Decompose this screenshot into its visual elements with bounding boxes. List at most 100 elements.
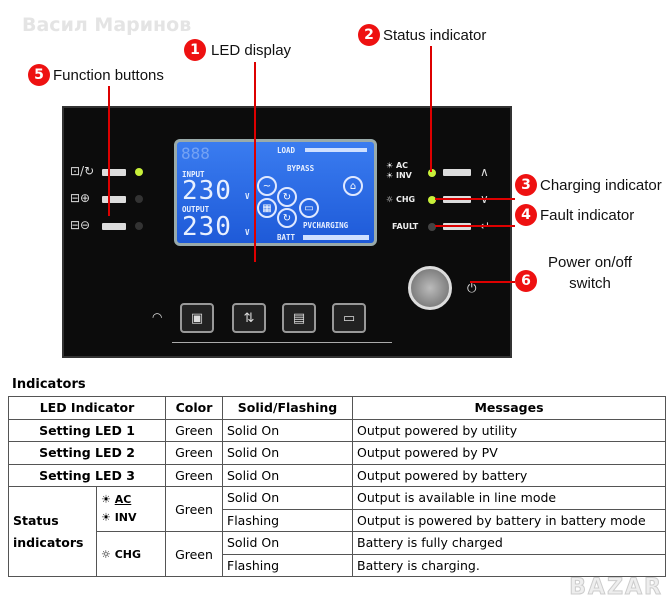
chg-label: ☼ CHG: [386, 195, 416, 204]
function-button-2[interactable]: [102, 196, 126, 203]
cell: Battery is fully charged: [352, 531, 666, 555]
annotation-label: LED display: [211, 41, 292, 59]
chg-icon-cell: ☼ CHG: [96, 531, 166, 577]
annotation-label: Function buttons: [53, 66, 164, 84]
lcd-input-label: INPUT: [182, 170, 205, 179]
annotation-number: 5: [28, 64, 50, 86]
cell: Solid On: [222, 441, 353, 465]
up-button[interactable]: [443, 169, 471, 176]
fault-label: FAULT: [392, 222, 419, 231]
annotation-number: 6: [515, 270, 537, 292]
annotation-number: 3: [515, 174, 537, 196]
solar-icon: ▦: [257, 198, 277, 218]
cell: Green: [165, 463, 223, 487]
annotation-number: 1: [184, 39, 206, 61]
lcd-batt-label: BATT: [277, 233, 296, 242]
cell: Solid On: [222, 486, 353, 510]
setting-led-3: [135, 222, 143, 230]
up-arrow-icon: ∧: [480, 165, 489, 179]
annotation-number: 2: [358, 24, 380, 46]
ac-text: AC: [395, 161, 409, 170]
inv-text: INV: [395, 171, 412, 180]
cell: Output powered by battery: [352, 463, 666, 487]
cell: Flashing: [222, 508, 353, 532]
cell: Solid On: [222, 418, 353, 442]
indicators-table: LED Indicator Color Solid/Flashing Messa…: [8, 396, 666, 577]
cell: Green: [165, 486, 223, 532]
wifi-icon: ◠: [152, 310, 163, 324]
inv-label: INV: [114, 511, 137, 524]
annotation-line-5: [108, 86, 110, 216]
fault-led: [428, 223, 436, 231]
pv-source-icon: ⊟⊕: [70, 191, 91, 205]
cell: Output powered by PV: [352, 441, 666, 465]
cell: Output powered by utility: [352, 418, 666, 442]
lcd-output-value: 230: [182, 212, 232, 242]
cell: Flashing: [222, 553, 353, 577]
annotation-label: Charging indicator: [540, 176, 662, 194]
cell: Solid On: [222, 531, 353, 555]
inverter-icon: ↻: [277, 187, 297, 207]
led-display: 888 LOAD INPUT 230 V OUTPUT 230 V BYPASS…: [174, 139, 377, 246]
battery-bar: [303, 235, 369, 240]
lcd-bypass-label: BYPASS: [287, 164, 315, 173]
table-header: LED Indicator Color Solid/Flashing Messa…: [8, 396, 666, 420]
annotation-label: Fault indicator: [540, 206, 635, 224]
cell: Battery is charging.: [352, 553, 666, 577]
cell: Setting LED 3: [8, 463, 166, 487]
annotation-line-4: [435, 225, 515, 227]
lcd-charging-label: PVCHARGING: [303, 221, 349, 230]
watermark: Васил Маринов: [22, 14, 192, 36]
ac-inv-led: [428, 169, 436, 177]
lcd-input-unit: V: [245, 192, 250, 201]
header-solid-flashing: Solid/Flashing: [222, 396, 353, 420]
power-icon: ⏻: [467, 281, 477, 295]
chg-label: CHG: [114, 547, 142, 561]
lcd-segments: 888: [181, 144, 210, 163]
bazar-watermark: BAZAR: [569, 575, 663, 600]
bottom-button-2[interactable]: ⇅: [232, 303, 266, 333]
load-bar: [305, 148, 367, 152]
lcd-output-unit: V: [245, 228, 250, 237]
bottom-button-4[interactable]: ▭: [332, 303, 366, 333]
status-indicators-label: Status indicators: [8, 486, 97, 577]
header-color: Color: [165, 396, 223, 420]
bottom-bracket-lines: [172, 342, 392, 354]
annotation-line-1: [254, 62, 256, 262]
bottom-button-3[interactable]: ▤: [282, 303, 316, 333]
chg-led: [428, 196, 436, 204]
cell: Setting LED 1: [8, 418, 166, 442]
cell: Output is powered by battery in battery …: [352, 508, 666, 532]
header-messages: Messages: [352, 396, 666, 420]
load-icon: ⌂: [343, 176, 363, 196]
function-button-1[interactable]: [102, 169, 126, 176]
lcd-output-label: OUTPUT: [182, 205, 210, 214]
battery-source-icon: ⊟⊖: [70, 218, 91, 232]
lcd-load-label: LOAD: [277, 146, 296, 155]
function-button-3[interactable]: [102, 223, 126, 230]
annotation-number: 4: [515, 204, 537, 226]
power-source-icon: ⊡/↻: [70, 164, 95, 178]
charger-icon: ↻: [277, 208, 297, 228]
ac-label: AC: [114, 493, 132, 506]
annotation-label: Status indicator: [383, 26, 487, 44]
power-switch[interactable]: [408, 266, 452, 310]
cell: Green: [165, 531, 223, 577]
annotation-power-switch: 6: [515, 270, 537, 292]
cell: Green: [165, 441, 223, 465]
annotation-label: Power on/off switch: [548, 254, 632, 292]
bottom-button-1[interactable]: ▣: [180, 303, 214, 333]
lcd-input-value: 230: [182, 176, 232, 206]
cell: Output is available in line mode: [352, 486, 666, 510]
table-row: Status indicators ☀ AC☀ INV Green Solid …: [8, 486, 666, 577]
annotation-line-2: [430, 46, 432, 172]
